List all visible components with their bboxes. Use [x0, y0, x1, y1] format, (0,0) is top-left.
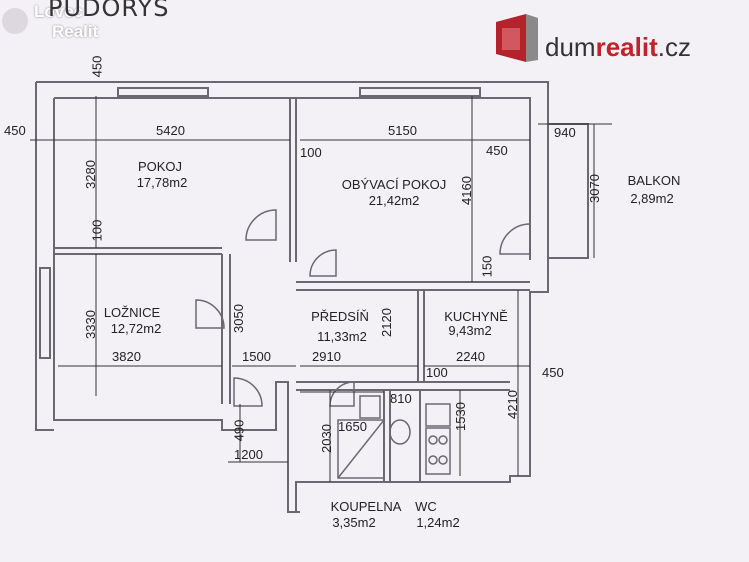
wall-loznice-hall	[221, 254, 231, 404]
room-predsin-name: PŘEDSÍŇ	[311, 309, 369, 324]
dumrealit-logo[interactable]: dumrealit.cz	[496, 14, 736, 64]
shower-tray	[337, 419, 385, 479]
dim-label: 450	[542, 365, 564, 380]
dim-label: 1500	[242, 349, 271, 364]
dim-label: 450	[4, 123, 26, 138]
room-kuchyne-area: 9,43m2	[448, 323, 492, 338]
dim-label: 100	[426, 365, 448, 380]
dim-label: 940	[554, 125, 576, 140]
wall-pokoj-obyvak	[289, 98, 297, 262]
dim-label: 3820	[112, 349, 141, 364]
dim-label: 1530	[452, 402, 468, 431]
wall-pokoj-loznice	[54, 247, 222, 255]
wall-kitchen	[417, 290, 425, 382]
dim-label: 3050	[230, 304, 246, 333]
room-obyvak-area: 21,42m2	[368, 193, 420, 208]
room-obyvak-name: OBÝVACÍ POKOJ	[341, 177, 447, 192]
room-pokoj-name: POKOJ	[137, 159, 183, 174]
dim-label: 1650	[338, 419, 367, 434]
house-logo-icon	[496, 14, 538, 62]
dim-label: 100	[300, 145, 322, 160]
room-balkon-area: 2,89m2	[630, 191, 674, 206]
dim-label: 5150	[388, 123, 417, 138]
plan-title: PŮDORYS	[48, 0, 170, 22]
room-wc-name: WC	[415, 499, 437, 514]
dim-label: 3070	[586, 174, 602, 203]
dim-label: 2240	[456, 349, 485, 364]
dim-label: 100	[89, 219, 105, 242]
room-pokoj-area: 17,78m2	[136, 175, 188, 190]
room-kuchyne-name: KUCHYNĚ	[444, 309, 508, 324]
logo-mark-icon	[2, 8, 28, 34]
wall-balcony	[529, 124, 549, 260]
dim-label: 4210	[504, 390, 520, 419]
dim-label: 4160	[458, 176, 474, 205]
wall-bath	[296, 381, 510, 391]
room-wc-area: 1,24m2	[416, 515, 460, 530]
dim-label: 810	[390, 391, 412, 406]
dim-label: 2120	[378, 308, 394, 337]
room-koupelna-area: 3,35m2	[332, 515, 376, 530]
dim-label: 1200	[234, 447, 263, 462]
lovec-realit-logo: Lovec Realit	[0, 0, 140, 46]
dim-label: 3280	[82, 160, 98, 189]
logo-line2: Realit	[52, 22, 99, 41]
outer-wall	[36, 81, 589, 513]
dim-label: 450	[89, 55, 105, 78]
room-loznice-name: LOŽNICE	[103, 305, 161, 320]
room-predsin-area: 11,33m2	[317, 329, 367, 344]
wall-hall-top	[296, 281, 530, 291]
outer-wall-inner	[35, 82, 531, 431]
dim-label: 3330	[82, 310, 98, 339]
dim-label: 450	[486, 143, 508, 158]
logo-line1: Lovec	[34, 2, 84, 21]
room-loznice-area: 12,72m2	[110, 321, 162, 336]
room-koupelna-name: KOUPELNA	[330, 499, 402, 514]
dim-label: 490	[231, 419, 247, 442]
dim-label: 150	[479, 255, 495, 278]
brand-text: dumrealit.cz	[545, 32, 691, 62]
dim-label: 5420	[156, 123, 185, 138]
dim-label: 2030	[318, 424, 334, 453]
room-balkon-name: BALKON	[627, 173, 681, 188]
dim-label: 2910	[312, 349, 341, 364]
